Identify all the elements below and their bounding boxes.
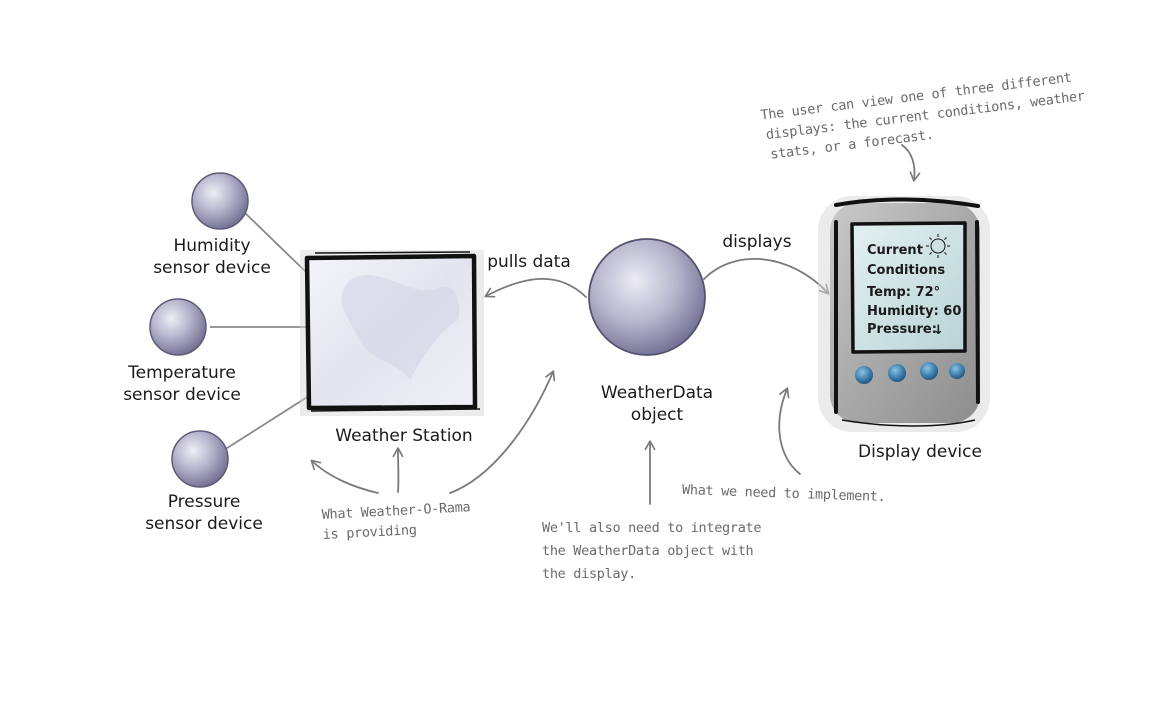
screen-line-humidity: Humidity: 60 xyxy=(867,304,961,319)
temperature-sensor xyxy=(149,298,207,356)
screen-line-pressure: Pressure: xyxy=(867,322,937,337)
screen-line-current: Current xyxy=(867,243,923,258)
temperature-label-line1: Temperature xyxy=(127,363,236,383)
integrate-annotation: We'll also need to integrate the Weather… xyxy=(542,520,762,582)
user-annotation-arrow xyxy=(901,144,921,182)
display-device-label: Display device xyxy=(858,442,982,462)
weather-station-box xyxy=(300,250,484,416)
humidity-wire xyxy=(243,211,307,273)
pressure-label-line1: Pressure xyxy=(168,492,241,512)
humidity-label-line1: Humidity xyxy=(173,236,250,256)
pressure-sensor xyxy=(171,430,229,488)
implement-arrow xyxy=(778,387,801,475)
provided-annotation-line1: What Weather-O-Rama xyxy=(321,499,470,523)
weather-station-label: Weather Station xyxy=(335,426,472,446)
device-button-3 xyxy=(920,362,938,380)
integrate-annotation-line1: We'll also need to integrate xyxy=(542,520,761,536)
humidity-label-line2: sensor device xyxy=(153,258,271,278)
provided-arrow-right xyxy=(449,370,556,494)
weatherdata-object xyxy=(588,238,706,356)
provided-annotation-line2: is providing xyxy=(322,522,417,543)
provided-arrow-left xyxy=(310,459,379,494)
weatherdata-label-line1: WeatherData xyxy=(601,383,713,403)
sun-icon xyxy=(926,234,950,258)
pressure-down-arrow-icon: ↓ xyxy=(933,323,944,338)
device-button-1 xyxy=(855,366,873,384)
pulls-data-label: pulls data xyxy=(487,252,571,272)
pressure-wire xyxy=(223,393,313,451)
implement-annotation: What we need to implement. xyxy=(682,482,886,505)
device-button-2 xyxy=(888,364,906,382)
integrate-annotation-line2: the WeatherData object with xyxy=(542,543,753,559)
pulls-data-arrow xyxy=(484,278,587,298)
display-device xyxy=(818,196,990,432)
device-button-4 xyxy=(949,363,965,379)
weatherdata-label-line2: object xyxy=(631,405,684,425)
pressure-label-line2: sensor device xyxy=(145,514,263,534)
screen-line-conditions: Conditions xyxy=(867,263,945,278)
temperature-label-line2: sensor device xyxy=(123,385,241,405)
humidity-sensor xyxy=(191,172,249,230)
provided-annotation: What Weather-O-Rama is providing xyxy=(321,499,470,543)
screen-line-temp: Temp: 72° xyxy=(867,285,940,300)
user-view-annotation: The user can view one of three different… xyxy=(760,70,1086,163)
implement-annotation-text: What we need to implement. xyxy=(682,482,886,505)
integrate-annotation-line3: the display. xyxy=(542,566,636,582)
displays-arrow xyxy=(703,258,830,295)
displays-label: displays xyxy=(722,232,791,252)
